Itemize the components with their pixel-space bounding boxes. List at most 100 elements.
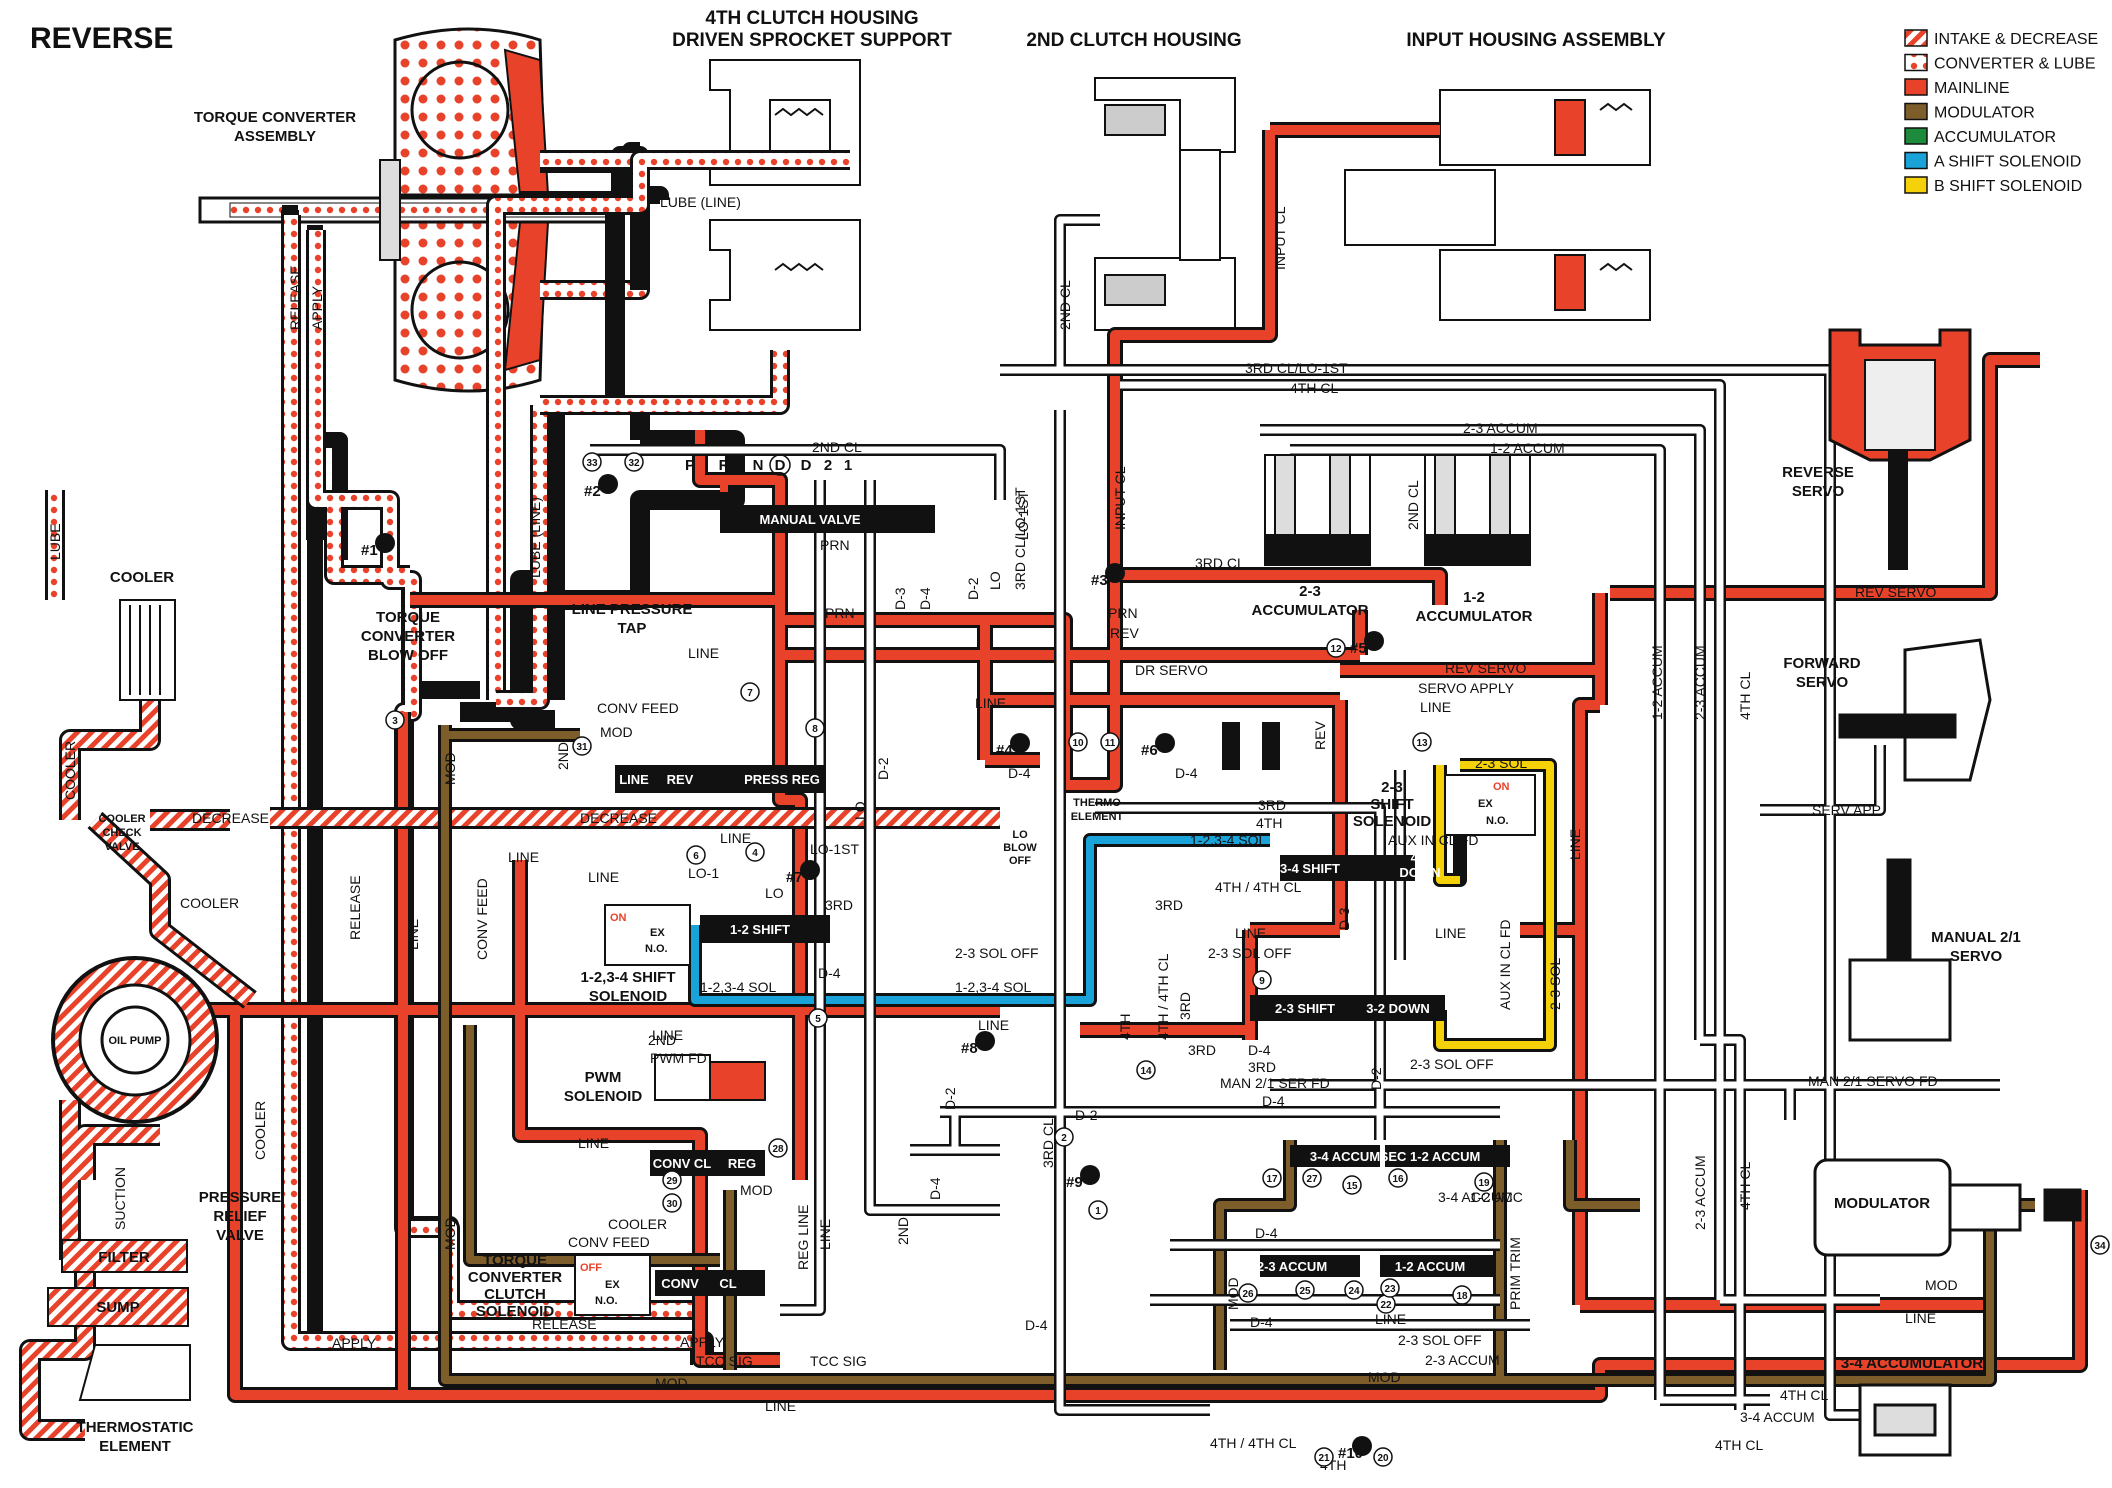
orifice-marker (745, 842, 765, 862)
label-mod-2: MOD (1925, 1277, 1958, 1293)
forward-servo (1838, 638, 1992, 782)
checkball-label: #8 (961, 1040, 978, 1057)
filter-box (61, 1239, 188, 1273)
checkball (1352, 1436, 1372, 1456)
shift-34-valve: 3-4 SHIFT 4-3 DOWN (1280, 850, 1441, 881)
vlabel-2nd-cl-2: 2ND CL (1405, 480, 1421, 530)
svg-text:2-3 ACCUM: 2-3 ACCUM (1257, 1259, 1327, 1274)
orifice-marker (662, 1170, 682, 1190)
orifice-marker (2090, 1235, 2110, 1255)
svg-text:REV: REV (667, 772, 694, 787)
converter-lube-network (45, 150, 710, 1365)
checkball (1105, 563, 1125, 583)
label-3rd-cl-lo1st: 3RD CL/LO-1ST (1245, 360, 1348, 376)
legend-swatch (1904, 151, 1928, 170)
legend-swatch (1904, 53, 1928, 72)
label-line-13: LINE (578, 1135, 609, 1151)
svg-text:MANUAL VALVE: MANUAL VALVE (759, 512, 860, 527)
orifice-marker (582, 452, 602, 472)
filter-label: FILTER (98, 1249, 150, 1266)
orifice-marker (1054, 1127, 1074, 1147)
orifice-marker (1452, 1285, 1472, 1305)
label-line-7: LINE (1420, 699, 1451, 715)
a-shift-solenoid-passages (688, 833, 1270, 1007)
legend-item: A SHIFT SOLENOID (1904, 151, 2081, 171)
checkball-label: #1 (361, 542, 378, 559)
legend-item: ACCUMULATOR (1904, 127, 2056, 146)
tcc-solenoid-label-2: CONVERTER (468, 1269, 562, 1286)
label-1-2-accum: 1-2 ACCUM (1490, 440, 1565, 456)
vlabel-4th-4th-cl: 4TH / 4TH CL (1155, 953, 1171, 1040)
label-3rd-3: 3RD (1258, 797, 1286, 813)
orifice-marker (1326, 638, 1346, 658)
selector-drive-ring (769, 454, 791, 476)
accum-23-label-2: ACCUMULATOR (1252, 602, 1369, 619)
orifice-marker (1314, 1447, 1334, 1467)
label-d4-5: D-4 (1255, 1225, 1278, 1241)
label-servo-apply: SERVO APPLY (1418, 680, 1515, 696)
label-conv-feed-2: CONV FEED (568, 1234, 650, 1250)
label-rev-servo-2: REV SERVO (1445, 660, 1527, 676)
label-sol-23-off-3: 2-3 SOL OFF (1410, 1056, 1494, 1072)
label-4th-cl-3: 4TH CL (1715, 1437, 1763, 1453)
vlabel-prim-trim: PRIM TRIM (1507, 1237, 1523, 1310)
label-2nd-cl: 2ND CL (812, 439, 862, 455)
checkball (598, 474, 618, 494)
header-4th-clutch-line2: DRIVEN SPROCKET SUPPORT (672, 30, 952, 51)
header-input-housing: INPUT HOUSING ASSEMBLY (1406, 30, 1666, 51)
orifice-number: 18 (1456, 1291, 1468, 1302)
vlabel-mod-2: MOD (442, 1217, 458, 1250)
shift-12-valve: 1-2 SHIFT (700, 915, 830, 943)
label-d4-3: D-4 (1175, 765, 1198, 781)
vlabel-4th: 4TH (1117, 1014, 1133, 1040)
label-lo-1: LO-1 (688, 865, 719, 881)
orifice-number: 27 (1306, 1174, 1318, 1185)
legend-item: MAINLINE (1904, 78, 2010, 97)
svg-text:1-2 ACCUM: 1-2 ACCUM (1395, 1259, 1465, 1274)
label-cooler-2: COOLER (608, 1216, 667, 1232)
tcc-solenoid-label-1: TORQUE (483, 1252, 547, 1269)
shift-sol-23-label-2: SHIFT (1370, 796, 1413, 813)
orifice-number: 16 (1392, 1174, 1404, 1185)
checkball-label: #10 (1338, 1445, 1363, 1462)
svg-text:3-2 DOWN: 3-2 DOWN (1366, 1001, 1430, 1016)
forward-servo-label-1: FORWARD (1783, 655, 1860, 672)
solenoid-1234-no: N.O. (645, 943, 668, 955)
label-3rd-4: 3RD (1248, 1059, 1276, 1075)
label-line-9: LINE (1375, 1311, 1406, 1327)
solenoid-tcc-body (574, 1254, 651, 1316)
input-housing-assembly (1344, 89, 1651, 321)
solenoid-23-no: N.O. (1486, 815, 1509, 827)
checkball (975, 1031, 995, 1051)
orifice-marker (1302, 1168, 1322, 1188)
orifice-marker (1412, 732, 1432, 752)
label-accum-34: 3-4 ACCUM (1438, 1189, 1513, 1205)
thermo-element-label-2: ELEMENT (1071, 811, 1124, 823)
rev-boost-valve (1262, 722, 1280, 770)
accum-34-label: 3-4 ACCUMULATOR (1841, 1355, 1983, 1372)
legend-item: CONVERTER & LUBE (1904, 53, 2096, 73)
orifice-marker (1088, 1200, 1108, 1220)
solenoid-1234-body (604, 904, 691, 966)
label-mod-4: MOD (655, 1375, 688, 1391)
checkball-label: #3 (1091, 572, 1108, 589)
label-lo-1st: LO-1ST (810, 841, 859, 857)
vlabel-d3-2: D-3 (1336, 907, 1352, 930)
vlabel-aux-in-cl-fd: AUX IN CL FD (1497, 920, 1513, 1011)
orifice-marker (686, 845, 706, 865)
vlabel-release: RELEASE (287, 265, 303, 330)
svg-text:LINE: LINE (619, 772, 649, 787)
lo-blowoff-label-2: BLOW (1003, 842, 1037, 854)
label-d4-2: D-4 (818, 965, 841, 981)
legend-label: CONVERTER & LUBE (1934, 56, 2096, 73)
legend-swatch (1904, 102, 1928, 121)
svg-text:CONV: CONV (661, 1276, 699, 1291)
orifice-number: 4 (752, 848, 758, 859)
manual-21-servo-label-1: MANUAL 2/1 (1931, 929, 2021, 946)
checkball (375, 533, 395, 553)
orifice-marker (1238, 1283, 1258, 1303)
label-line-6: LINE (1235, 925, 1266, 941)
orifice-marker (768, 1138, 788, 1158)
label-decrease: DECREASE (580, 810, 657, 826)
